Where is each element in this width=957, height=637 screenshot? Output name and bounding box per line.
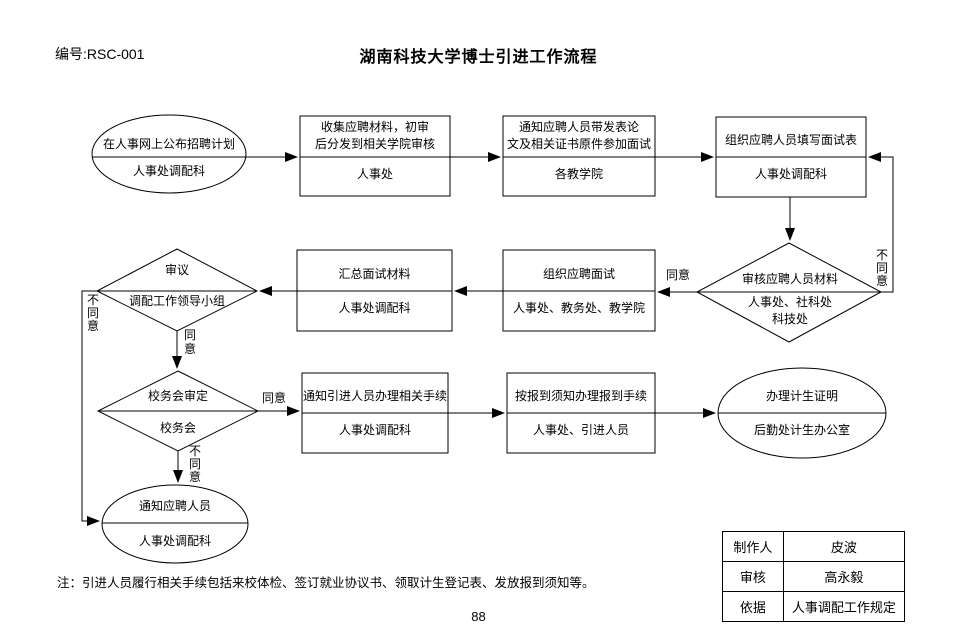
label-collect-materials-dept: 人事处 [356, 167, 393, 181]
info-label-maker: 制作人 [722, 531, 784, 562]
info-table-row: 制作人 皮波 [722, 531, 906, 562]
label-notify-interview-action: 通知应聘人员带发表论 文及相关证书原件参加面试 [506, 120, 651, 151]
label-school-council-dept: 校务会 [159, 421, 196, 435]
label-summarize-dept: 人事处调配科 [338, 301, 411, 315]
label-publish-plan-action: 在人事网上公布招聘计划 [102, 137, 235, 151]
info-value-basis: 人事调配工作规定 [782, 591, 906, 622]
label-notify-procedures-action: 通知引进人员办理相关手续 [302, 389, 447, 403]
label-deliberate-action: 审议 [164, 263, 189, 277]
info-table-row: 审核 高永毅 [722, 561, 906, 592]
label-checkin-dept: 人事处、引进人员 [532, 423, 629, 437]
info-table: 制作人 皮波 审核 高永毅 依据 人事调配工作规定 [722, 531, 906, 622]
label-fill-form-dept: 人事处调配科 [754, 167, 827, 181]
label-deliberate-dept: 调配工作领导小组 [128, 294, 225, 308]
edge-label-agree-deliberate: 同 意 [183, 328, 196, 356]
edge-label-disagree-review: 不 同 意 [875, 248, 888, 288]
info-value-maker: 皮波 [782, 531, 906, 562]
page-title: 湖南科技大学博士引进工作流程 [359, 49, 598, 66]
label-school-council-action: 校务会审定 [147, 389, 208, 403]
label-review-materials-dept: 人事处、社科处 科技处 [747, 295, 832, 326]
page-number: 88 [471, 609, 486, 624]
info-label-reviewer: 审核 [722, 561, 784, 592]
label-notify-procedures-dept: 人事处调配科 [338, 423, 411, 437]
label-checkin-action: 按报到须知办理报到手续 [514, 389, 647, 403]
label-summarize-action: 汇总面试材料 [338, 267, 411, 281]
shape-review-materials-diamond [695, 242, 883, 343]
edge-review-disagree-loop [868, 152, 894, 293]
info-table-row: 依据 人事调配工作规定 [722, 591, 906, 622]
info-value-reviewer: 高永毅 [782, 561, 906, 592]
label-family-planning-action: 办理计生证明 [765, 389, 838, 403]
footnote: 注：引进人员履行相关手续包括来校体检、签订就业协议书、领取计生登记表、发放报到须… [57, 576, 595, 590]
label-collect-materials-action: 收集应聘材料，初审 后分发到相关学院审核 [314, 120, 435, 151]
label-family-planning-dept: 后勤处计生办公室 [753, 423, 850, 437]
shape-notify-interview-rect [502, 115, 656, 197]
edge-label-disagree-deliberate: 不 同 意 [86, 293, 99, 333]
label-notify-applicants-dept: 人事处调配科 [138, 534, 211, 548]
label-fill-form-action: 组织应聘人员填写面试表 [724, 133, 857, 147]
label-organize-interview-action: 组织应聘面试 [542, 267, 615, 281]
edge-label-agree-review: 同意 [665, 268, 690, 282]
edge-label-disagree-council: 不 同 意 [188, 444, 201, 484]
label-notify-applicants-action: 通知应聘人员 [138, 499, 211, 513]
doc-number: 编号:RSC-001 [55, 46, 145, 62]
shape-collect-materials-rect [299, 115, 451, 197]
label-review-materials-action: 审核应聘人员材料 [741, 272, 838, 286]
info-label-basis: 依据 [722, 591, 784, 622]
shape-publish-plan-ellipse [91, 114, 247, 194]
label-organize-interview-dept: 人事处、教务处、教学院 [512, 301, 645, 315]
label-notify-interview-dept: 各教学院 [554, 167, 603, 181]
edge-label-agree-council: 同意 [261, 391, 286, 405]
shape-notify-applicants-ellipse [101, 484, 249, 564]
edge-deliberate-disagree-loop [81, 290, 100, 526]
label-publish-plan-dept: 人事处调配科 [132, 164, 205, 178]
